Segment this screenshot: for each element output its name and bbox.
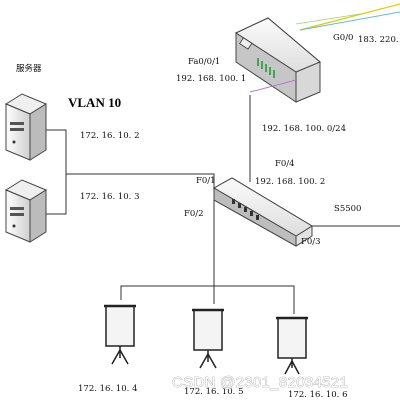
- switch-port-clients-label: F0/2: [184, 209, 204, 219]
- server-1-ip-label: 172. 16. 10. 2: [80, 131, 139, 141]
- wan-links: [295, 3, 400, 31]
- router-ip-label: 192. 168. 100. 1: [176, 74, 246, 84]
- switch-port-servers-label: F0/1: [196, 176, 216, 186]
- switch-port-right-label: F0/3: [301, 237, 321, 247]
- switch-device: [212, 177, 313, 247]
- client-3-ip-label: 172. 16. 10. 6: [288, 390, 347, 400]
- router-status-lights-icon: [257, 58, 275, 78]
- wan-ip-label: 183. 220. 2: [358, 35, 400, 45]
- client-2: [192, 308, 224, 369]
- client-2-ip-label: 172. 16. 10. 5: [184, 387, 243, 397]
- client-1-ip-label: 172. 16. 10. 4: [78, 384, 137, 394]
- router-device: [234, 17, 321, 103]
- server-group-label: 服务器: [16, 63, 42, 74]
- switch-ports-icon: [232, 199, 259, 220]
- client-1: [104, 304, 136, 365]
- server-links: [46, 129, 215, 215]
- server-2-ip-label: 172. 16. 10. 3: [80, 192, 139, 202]
- router-port-wan-label: G0/0: [333, 33, 353, 43]
- server-1: [4, 93, 48, 161]
- subnet-label: 192. 168. 100. 0/24: [262, 124, 346, 134]
- switch-uplink-ip-label: 192. 168. 100. 2: [255, 177, 325, 187]
- switch-model-label: S5500: [334, 204, 361, 214]
- router-port-down-label: Fa0/0/1: [188, 57, 220, 67]
- client-links: [120, 200, 295, 314]
- vlan-label: VLAN 10: [68, 95, 121, 110]
- watermark: CSDN @2301_82034521: [172, 374, 348, 391]
- switch-uplink-port-label: F0/4: [275, 159, 295, 169]
- client-3: [276, 316, 308, 375]
- server-2: [4, 179, 48, 243]
